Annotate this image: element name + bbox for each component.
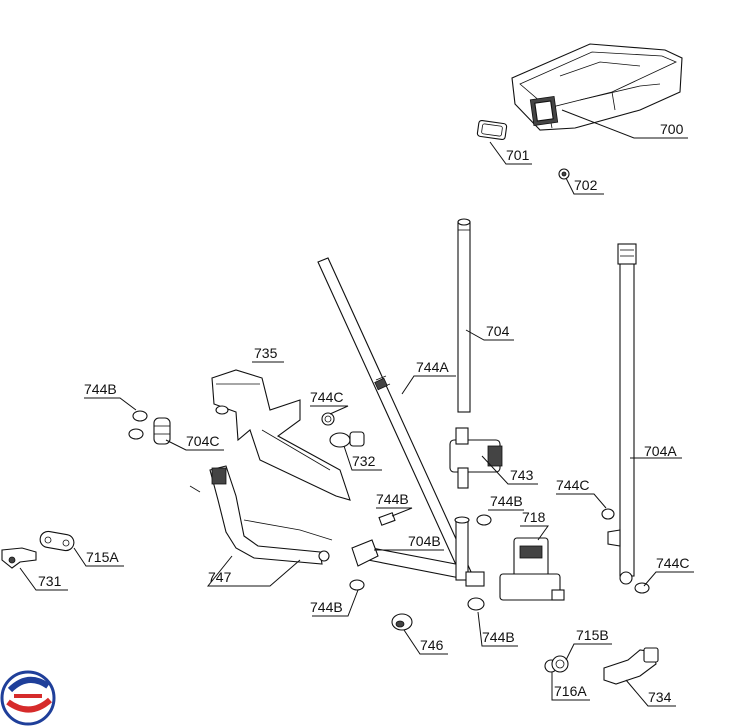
part-734-elbow <box>603 647 659 685</box>
label-744c-right: 744C <box>656 555 689 571</box>
part-744b-clamp-left <box>128 410 148 440</box>
label-701: 701 <box>506 147 530 163</box>
part-diagonal-tube <box>317 257 473 579</box>
part-731-fitting <box>1 547 37 569</box>
label-744b-low: 744B <box>310 599 343 615</box>
part-743-valve <box>449 427 503 489</box>
label-735: 735 <box>254 345 278 361</box>
part-704b-tube <box>351 516 485 587</box>
part-702-screw <box>558 168 570 180</box>
part-744c-clamp-a <box>321 412 335 426</box>
label-715b: 715B <box>576 627 609 643</box>
part-744c-clamp-c <box>634 582 650 594</box>
label-744b-left: 744B <box>84 381 117 397</box>
label-702: 702 <box>574 177 598 193</box>
label-732: 732 <box>352 453 376 469</box>
label-715a: 715A <box>86 549 119 565</box>
part-746-nut <box>391 613 413 631</box>
part-744b-clamp-low-right <box>467 597 485 611</box>
label-716a: 716A <box>554 683 587 699</box>
part-732-coupler <box>329 431 365 448</box>
label-718: 718 <box>522 509 546 525</box>
label-704b: 704B <box>408 533 441 549</box>
part-715b-ring <box>551 655 569 673</box>
label-744c-mid: 744C <box>556 477 589 493</box>
part-744b-clamp-mid <box>378 512 396 526</box>
label-744b-low-right: 744B <box>482 629 515 645</box>
part-704-tube <box>457 218 471 413</box>
part-704c-sleeve <box>153 417 171 445</box>
brand-logo <box>0 670 56 726</box>
part-744b-clamp-low <box>349 579 365 591</box>
label-731: 731 <box>38 573 62 589</box>
part-715a-seal <box>39 530 75 552</box>
part-718-pump <box>499 537 565 601</box>
label-704a: 704A <box>644 443 677 459</box>
label-744c-top: 744C <box>310 389 343 405</box>
part-701-filter <box>476 119 508 141</box>
part-735-manifold <box>211 369 351 501</box>
label-743: 743 <box>510 467 534 483</box>
part-704a-tube <box>607 243 637 585</box>
callout-lines <box>19 109 694 707</box>
label-746: 746 <box>420 637 444 653</box>
label-704: 704 <box>486 323 510 339</box>
label-744a: 744A <box>416 359 449 375</box>
part-700-tray <box>511 43 683 131</box>
label-704c: 704C <box>186 433 219 449</box>
label-734: 734 <box>648 689 672 705</box>
part-744c-clamp-b <box>601 508 615 520</box>
label-700: 700 <box>660 121 684 137</box>
label-747: 747 <box>208 569 232 585</box>
label-744b-mid: 744B <box>376 491 409 507</box>
part-747-hose <box>189 465 333 565</box>
label-744b-right: 744B <box>490 493 523 509</box>
part-744b-clamp-right <box>476 514 492 526</box>
